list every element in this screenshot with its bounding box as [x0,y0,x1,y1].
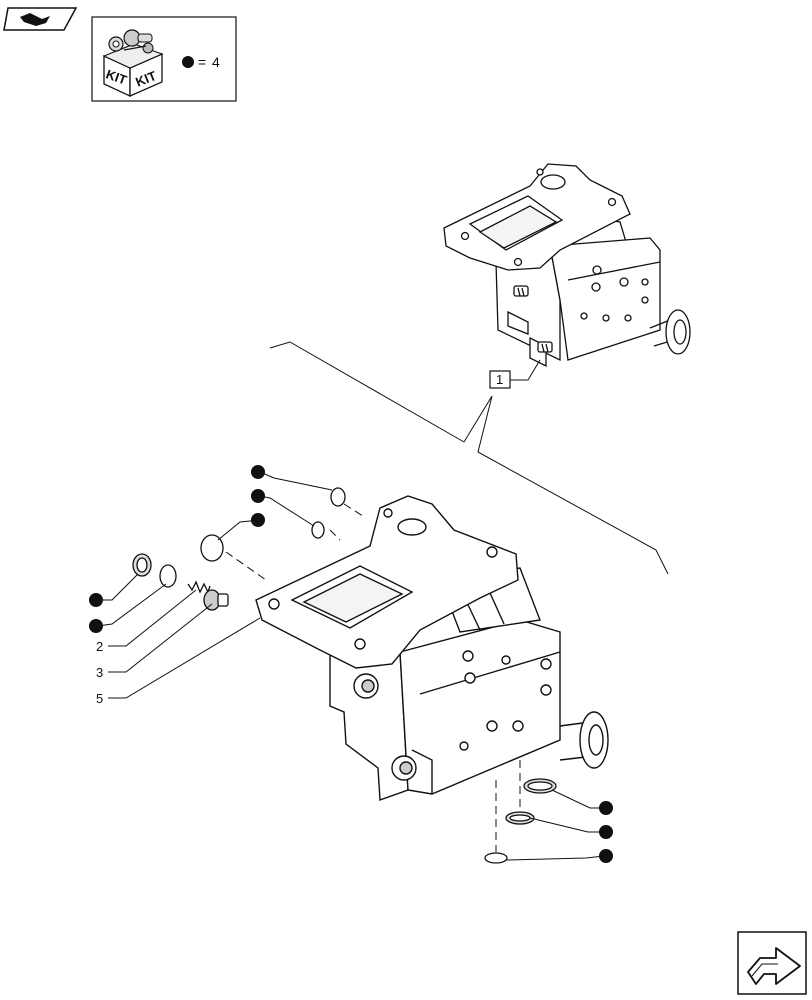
kit-label-right: KIT [133,68,158,90]
o-ring-left [159,564,177,588]
side-fitting-lower [537,341,553,353]
callout-3: 3 [96,665,103,680]
reference-leader [510,359,541,381]
kit-dot-icon [89,593,103,607]
o-ring-top-small [330,487,346,507]
callout-5: 5 [96,691,103,706]
exploded-parts [132,487,557,864]
assembly-overview-illustration [443,163,691,368]
reference-box[interactable]: 1 [489,370,511,389]
kit-dot-icon [599,825,613,839]
kit-dot-icon [89,619,103,633]
kit-dot-icon [599,849,613,863]
kit-box-icon: KIT KIT [102,29,164,98]
callout-2: 2 [96,639,103,654]
kit-legend: KIT KIT = 4 [91,16,237,102]
kit-count-value: 4 [212,54,220,70]
main-block-illustration [255,495,609,801]
plug [203,589,229,611]
kit-label-left: KIT [104,66,129,87]
kit-dot-icon [182,56,194,68]
kit-dot-icon [599,801,613,815]
kit-equals-sign: = [198,54,206,70]
detail-callout-line [269,341,669,575]
reference-box-label: 1 [496,372,503,387]
kit-dot-icon [251,513,265,527]
side-fitting-upper [513,285,529,297]
kit-dot-icon [251,465,265,479]
kit-item-markers [89,465,613,863]
next-page-arrow-icon[interactable] [737,931,807,995]
o-ring-upper-small [311,521,325,539]
kit-dot-icon [251,489,265,503]
assembly-dash-lines [225,503,521,852]
spring [187,580,211,594]
o-ring-left-large [200,534,224,562]
arrow-nav-icon[interactable] [3,7,78,31]
bottom-o-ring [484,852,508,864]
